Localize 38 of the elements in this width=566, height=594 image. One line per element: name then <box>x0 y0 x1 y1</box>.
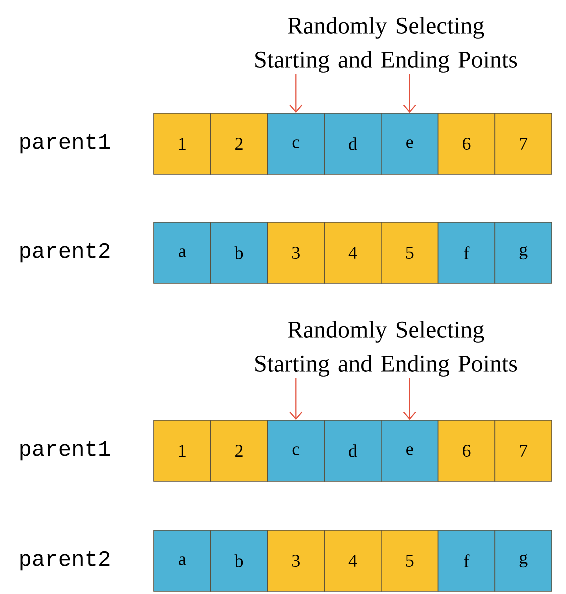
arrow <box>403 378 416 420</box>
gene-cell: 6 <box>438 113 496 175</box>
gene-cell: e <box>381 420 439 482</box>
arrow <box>290 378 303 420</box>
row-label: parent1 <box>20 134 110 154</box>
gene-cell: 5 <box>381 530 439 592</box>
gene-cell: 6 <box>438 420 496 482</box>
gene-cell: f <box>438 530 496 592</box>
gene-cell: 2 <box>210 113 268 175</box>
gene-cell: 1 <box>154 420 212 482</box>
gene-cell: 3 <box>267 530 325 592</box>
gene-cell: 7 <box>494 113 552 175</box>
row-label: parent2 <box>20 551 110 571</box>
gene-cell: d <box>324 113 382 175</box>
gene-cell: c <box>267 113 325 175</box>
gene-cell: g <box>494 530 552 592</box>
arrow <box>290 74 303 114</box>
gene-cell: 1 <box>154 113 212 175</box>
gene-cell: 5 <box>381 222 439 284</box>
gene-cell: a <box>154 222 212 284</box>
heading: Randomly Selecting Starting and Ending Points <box>256 321 518 377</box>
gene-cell: 7 <box>494 420 552 482</box>
gene-cell: d <box>324 420 382 482</box>
gene-cell: g <box>494 222 552 284</box>
gene-cell: 4 <box>324 530 382 592</box>
heading: Randomly Selecting Starting and Ending Points <box>256 17 518 73</box>
gene-cell: 2 <box>210 420 268 482</box>
gene-cell: b <box>210 222 268 284</box>
row-label: parent1 <box>20 441 110 461</box>
gene-cell: 3 <box>267 222 325 284</box>
gene-cell: b <box>210 530 268 592</box>
gene-cell: c <box>267 420 325 482</box>
gene-cell: f <box>438 222 496 284</box>
gene-cell: 4 <box>324 222 382 284</box>
arrow <box>403 74 416 114</box>
gene-cell: a <box>154 530 212 592</box>
row-label: parent2 <box>20 243 110 263</box>
gene-cell: e <box>381 113 439 175</box>
